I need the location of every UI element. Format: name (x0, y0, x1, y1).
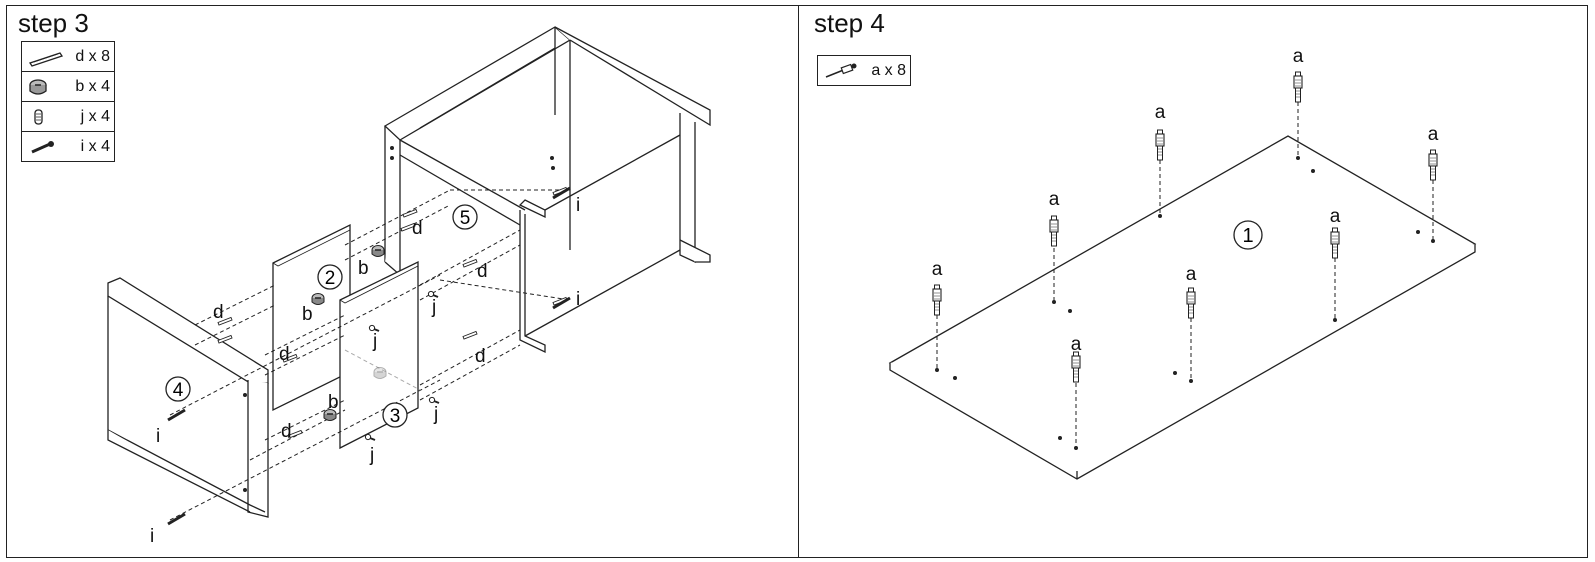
callout-j: j (369, 445, 374, 466)
step3-parts-list: d x 8 b x 4 j x 4 i x 4 (21, 41, 115, 162)
panel-4 (107, 277, 269, 518)
cam-bolt-icon (825, 63, 857, 78)
callout-d: d (213, 302, 224, 323)
part-label-i: i x 4 (80, 137, 110, 155)
callout-a: a (1186, 264, 1197, 285)
board-holes (935, 156, 1435, 450)
callout-d: d (475, 346, 486, 367)
part-label-d: d x 8 (75, 47, 110, 65)
part-label-a: a x 8 (871, 61, 906, 79)
callout-a: a (1049, 189, 1060, 210)
step3-callouts: d d d d d d b b b j j j j i i i i (150, 195, 580, 547)
svg-text:4: 4 (173, 380, 184, 401)
panel-number-3: 3 (382, 402, 408, 428)
callout-i: i (576, 195, 580, 216)
svg-text:3: 3 (390, 406, 401, 427)
callout-i: i (150, 526, 154, 547)
step3-title: step 3 (18, 8, 89, 38)
dowel-icon (28, 51, 64, 67)
assembly-guides-step4 (936, 102, 1434, 448)
svg-text:2: 2 (325, 268, 336, 289)
callout-a: a (1071, 334, 1082, 355)
panel-number-2: 2 (317, 264, 343, 290)
svg-text:5: 5 (460, 208, 471, 229)
panel-number-4: 4 (165, 376, 191, 402)
assembly-guides-step3 (169, 189, 571, 521)
callout-a: a (1330, 206, 1341, 227)
screw-icon (31, 140, 54, 153)
cam-lock-icon (29, 78, 47, 95)
callout-d: d (281, 421, 292, 442)
step4-title: step 4 (814, 8, 885, 38)
callout-d: d (477, 261, 488, 282)
svg-text:1: 1 (1242, 225, 1253, 247)
cam-bolt-icon (34, 108, 43, 125)
step-divider (798, 5, 799, 558)
callout-j: j (372, 331, 377, 352)
callout-j: j (431, 297, 436, 318)
panel-5 (383, 26, 711, 354)
panel-1-top-board (888, 135, 1477, 480)
diagram-frame (6, 5, 1588, 558)
step4-callouts: a a a a a a a a (932, 46, 1439, 355)
panel-number-1: 1 (1233, 220, 1263, 250)
part-row-i: i x 4 (21, 131, 115, 162)
callout-a: a (932, 259, 943, 280)
callout-b: b (302, 304, 313, 325)
callout-d: d (279, 344, 290, 365)
callout-i: i (156, 426, 160, 447)
part-label-j: j x 4 (80, 107, 110, 125)
screws-i (167, 186, 571, 526)
part-row-a: a x 8 (817, 55, 911, 86)
panel-3 (339, 260, 419, 450)
callout-a: a (1428, 124, 1439, 145)
callout-i: i (576, 289, 580, 310)
callout-a: a (1293, 46, 1304, 67)
part-label-b: b x 4 (75, 77, 110, 95)
callout-b: b (358, 258, 369, 279)
step4-parts-list: a x 8 (817, 55, 911, 86)
panel-number-5: 5 (452, 204, 478, 230)
callout-a: a (1155, 102, 1166, 123)
callout-j: j (433, 404, 438, 425)
callout-d: d (412, 218, 423, 239)
callout-b: b (328, 392, 339, 413)
